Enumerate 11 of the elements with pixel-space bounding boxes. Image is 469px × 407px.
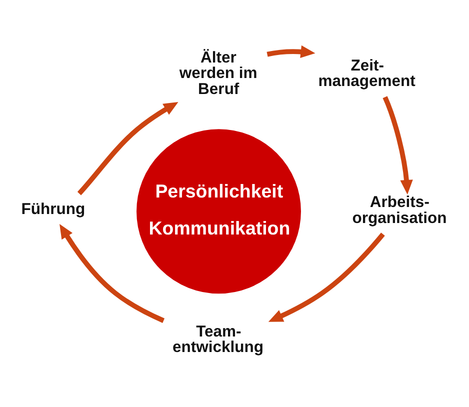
node-text: Zeit- management	[318, 57, 416, 90]
arrow	[77, 102, 178, 196]
arrow	[382, 96, 413, 194]
node-circle: Persönlichkeit Kommunikation	[136, 129, 301, 294]
node-text: Arbeits- organisation	[352, 194, 447, 227]
node-text: Älter werden im Beruf	[179, 49, 258, 98]
node-text: Führung	[21, 201, 86, 218]
arrow	[60, 224, 165, 323]
arrow	[268, 232, 385, 322]
arrow	[266, 45, 316, 58]
node-text: Team- entwicklung	[172, 323, 264, 356]
